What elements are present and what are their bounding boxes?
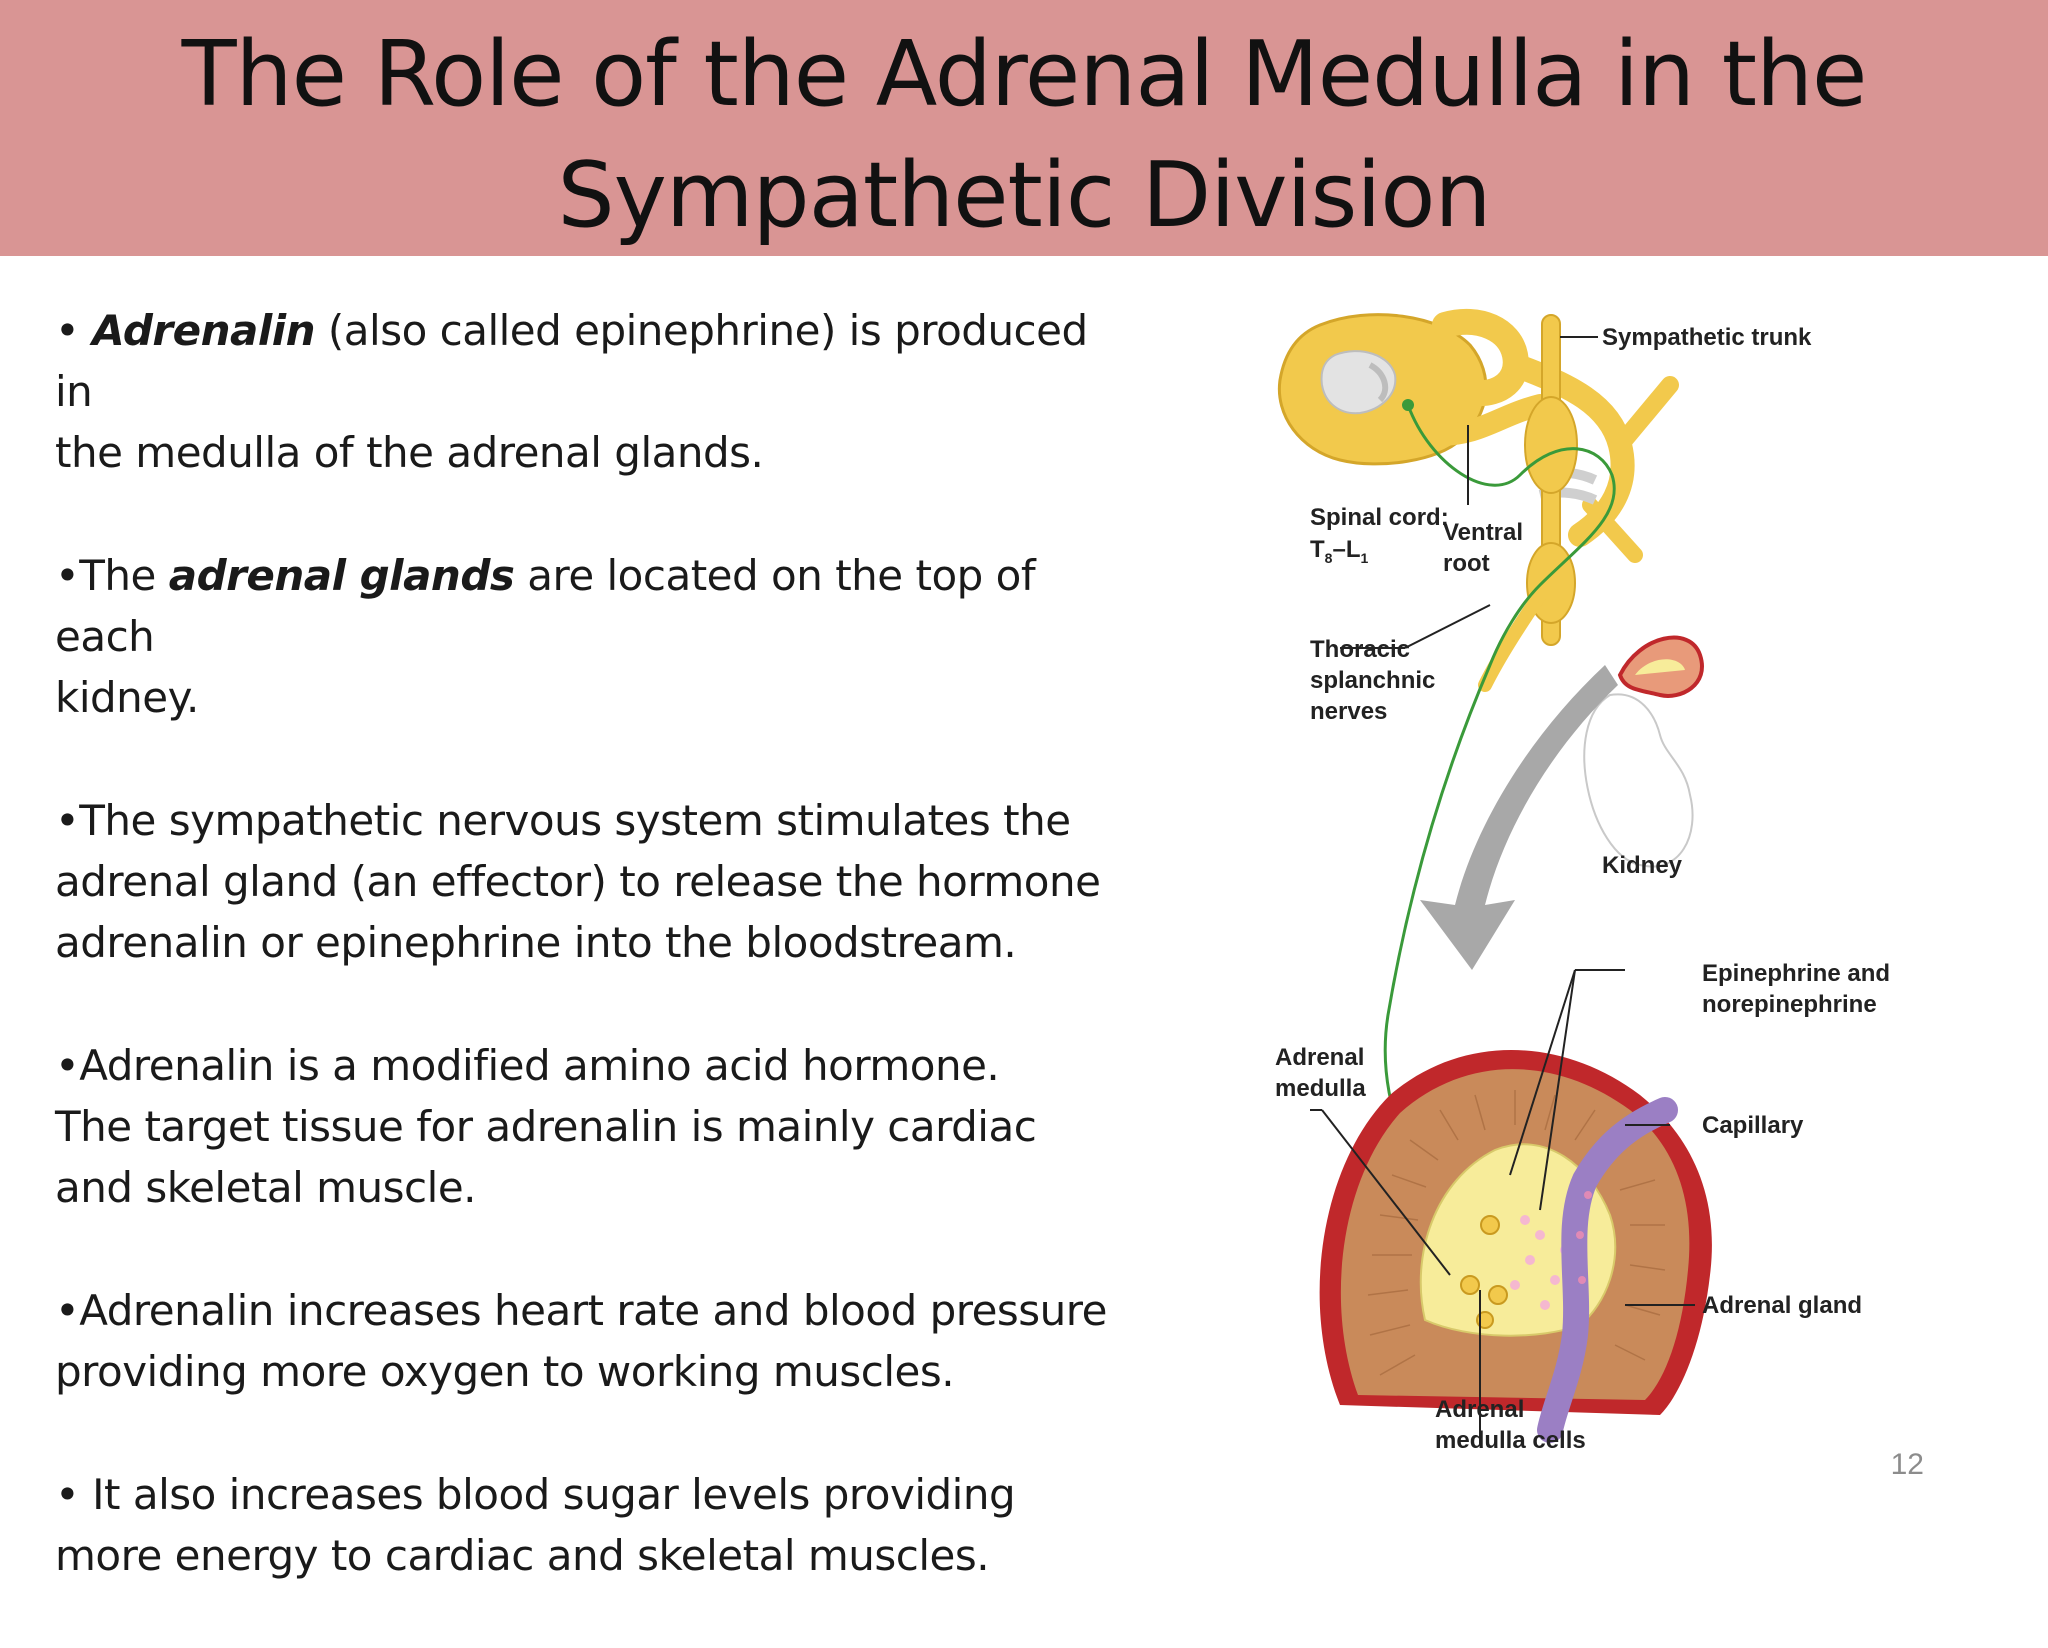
sympathetic-trunk-illustration bbox=[1478, 314, 1578, 692]
bullet-list: • Adrenalin (also called epinephrine) is… bbox=[55, 300, 1135, 1648]
bullet-adrenal-glands-location: •The adrenal glands are located on the t… bbox=[55, 545, 1135, 728]
kidney-illustration bbox=[1583, 635, 1704, 868]
zoom-arrow bbox=[1420, 665, 1618, 970]
bullet-text: more energy to cardiac and skeletal musc… bbox=[55, 1531, 990, 1580]
label-norepinephrine: norepinephrine bbox=[1702, 991, 1877, 1018]
label-adrenal: Adrenal bbox=[1275, 1044, 1364, 1071]
leader-lines bbox=[1310, 336, 1695, 1445]
bullet-text: (also called epinephrine) is produced in bbox=[55, 306, 1088, 416]
label-adrenal-cells-2: medulla cells bbox=[1435, 1427, 1586, 1454]
bullet-blood-sugar: • It also increases blood sugar levels p… bbox=[55, 1464, 1135, 1586]
bullet-text: The target tissue for adrenalin is mainl… bbox=[55, 1102, 1037, 1151]
bullet-prefix: •The bbox=[55, 551, 169, 600]
label-adrenal-cells-1: Adrenal bbox=[1435, 1396, 1524, 1423]
label-ventral: Ventral bbox=[1443, 519, 1523, 546]
label-capillary: Capillary bbox=[1702, 1112, 1804, 1139]
spinal-cord-illustration bbox=[1277, 308, 1679, 563]
bullet-text: adrenal gland (an effector) to release t… bbox=[55, 857, 1101, 906]
label-root: root bbox=[1443, 550, 1490, 577]
bullet-text: providing more oxygen to working muscles… bbox=[55, 1347, 955, 1396]
bullet-heart-rate: •Adrenalin increases heart rate and bloo… bbox=[55, 1280, 1135, 1402]
emphasis-adrenalin: Adrenalin bbox=[92, 306, 316, 355]
slide-title-line1: The Role of the Adrenal Medulla in the bbox=[181, 22, 1868, 127]
slide-title: The Role of the Adrenal Medulla in the S… bbox=[0, 14, 2048, 256]
bullet-text: and skeletal muscle. bbox=[55, 1163, 477, 1212]
bullet-prefix: • bbox=[55, 306, 93, 355]
label-splanchnic: splanchnic bbox=[1310, 667, 1435, 694]
label-epinephrine-and: Epinephrine and bbox=[1702, 960, 1890, 987]
bullet-text: adrenalin or epinephrine into the bloods… bbox=[55, 918, 1017, 967]
bullet-text: •Adrenalin increases heart rate and bloo… bbox=[55, 1286, 1108, 1335]
label-spinal-cord: Spinal cord: bbox=[1310, 504, 1449, 531]
emphasis-adrenal-glands: adrenal glands bbox=[168, 551, 515, 600]
label-thoracic: Thoracic bbox=[1310, 636, 1410, 663]
label-nerves: nerves bbox=[1310, 698, 1387, 725]
bullet-adrenalin-produced: • Adrenalin (also called epinephrine) is… bbox=[55, 300, 1135, 483]
bullet-sympathetic-stimulates: •The sympathetic nervous system stimulat… bbox=[55, 790, 1135, 973]
label-spinal-segments: T8–L1 bbox=[1310, 536, 1368, 566]
bullet-amino-acid-hormone: •Adrenalin is a modified amino acid horm… bbox=[55, 1035, 1135, 1218]
bullet-text: • It also increases blood sugar levels p… bbox=[55, 1470, 1016, 1519]
label-kidney: Kidney bbox=[1602, 852, 1683, 879]
bullet-text: •The sympathetic nervous system stimulat… bbox=[55, 796, 1071, 845]
label-medulla: medulla bbox=[1275, 1075, 1366, 1102]
bullet-text: are located on the top of each bbox=[55, 551, 1036, 661]
cell-body-dot bbox=[1402, 399, 1414, 411]
label-adrenal-gland: Adrenal gland bbox=[1702, 1292, 1862, 1319]
bullet-text: kidney. bbox=[55, 673, 199, 722]
bullet-text: •Adrenalin is a modified amino acid horm… bbox=[55, 1041, 1000, 1090]
title-bar bbox=[0, 0, 2048, 256]
page-number: 12 bbox=[1890, 1448, 1924, 1481]
label-sympathetic-trunk: Sympathetic trunk bbox=[1602, 324, 1812, 351]
slide-title-line2: Sympathetic Division bbox=[557, 143, 1492, 248]
adrenal-gland-illustration bbox=[1319, 1050, 1712, 1443]
diagram-labels: Sympathetic trunk Spinal cord: T8–L1 Ven… bbox=[1275, 324, 1890, 1454]
bullet-text: the medulla of the adrenal glands. bbox=[55, 428, 764, 477]
adrenal-medulla-diagram: Sympathetic trunk Spinal cord: T8–L1 Ven… bbox=[1275, 308, 1890, 1454]
